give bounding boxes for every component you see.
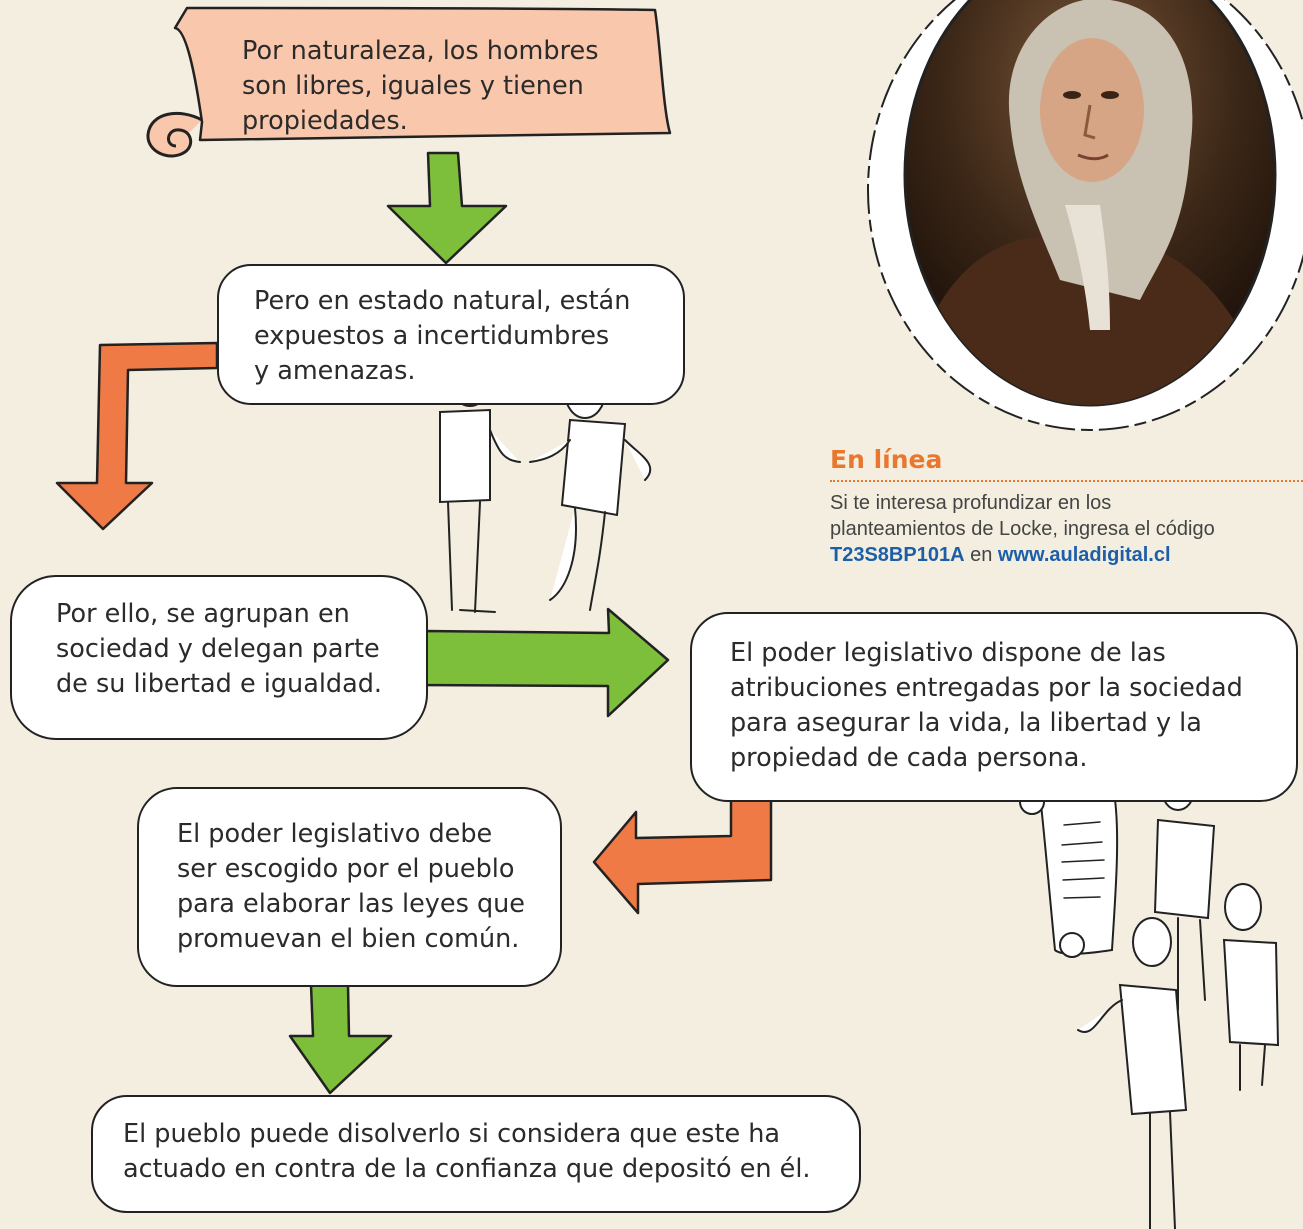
scroll-banner bbox=[146, 6, 672, 158]
green-arrow-down-1 bbox=[386, 151, 508, 265]
step-2-line-3: y amenazas. bbox=[254, 356, 416, 386]
online-body: Si te interesa profundizar en los plante… bbox=[830, 490, 1303, 568]
step-3-line-1: Por ello, se agrupan en bbox=[56, 599, 350, 629]
step-4-box: El poder legislativo dispone de las atri… bbox=[690, 612, 1298, 802]
step-2-line-2: expuestos a incertidumbres bbox=[254, 321, 610, 351]
step-3-line-3: de su libertad e igualdad. bbox=[56, 669, 383, 699]
online-connector: en bbox=[964, 544, 998, 566]
step-5-text: El poder legislativo debe ser escogido p… bbox=[177, 817, 525, 957]
orange-arrow-left-2 bbox=[592, 798, 773, 915]
step-1-line-2: son libres, iguales y tienen bbox=[242, 71, 584, 101]
step-2-box: Pero en estado natural, están expuestos … bbox=[217, 264, 685, 405]
step-6-line-2: actuado en contra de la confianza que de… bbox=[123, 1154, 811, 1184]
online-site-link[interactable]: www.auladigital.cl bbox=[997, 544, 1171, 566]
step-4-line-3: para asegurar la vida, la libertad y la bbox=[730, 708, 1202, 738]
step-5-box: El poder legislativo debe ser escogido p… bbox=[137, 787, 562, 987]
step-1-line-1: Por naturaleza, los hombres bbox=[242, 36, 599, 66]
step-1-text: Por naturaleza, los hombres son libres, … bbox=[242, 34, 598, 139]
green-arrow-right-1 bbox=[412, 607, 670, 718]
step-4-line-1: El poder legislativo dispone de las bbox=[730, 638, 1166, 668]
step-4-line-4: propiedad de cada persona. bbox=[730, 743, 1088, 773]
orange-arrow-left-1 bbox=[55, 341, 219, 531]
step-1-line-3: propiedades. bbox=[242, 106, 408, 136]
step-5-line-4: promuevan el bien común. bbox=[177, 924, 520, 954]
step-4-line-2: atribuciones entregadas por la sociedad bbox=[730, 673, 1243, 703]
step-5-line-2: ser escogido por el pueblo bbox=[177, 854, 515, 884]
online-line-3: T23S8BP101A en www.auladigital.cl bbox=[830, 542, 1303, 568]
step-6-line-1: El pueblo puede disolverlo si considera … bbox=[123, 1119, 781, 1149]
step-3-box: Por ello, se agrupan en sociedad y deleg… bbox=[10, 575, 428, 740]
step-2-text: Pero en estado natural, están expuestos … bbox=[254, 284, 630, 389]
step-5-line-1: El poder legislativo debe bbox=[177, 819, 493, 849]
online-code: T23S8BP101A bbox=[830, 544, 965, 566]
step-2-line-1: Pero en estado natural, están bbox=[254, 286, 631, 316]
online-line-1: Si te interesa profundizar en los bbox=[830, 492, 1112, 514]
step-6-text: El pueblo puede disolverlo si considera … bbox=[123, 1117, 811, 1187]
online-title: En línea bbox=[830, 445, 1303, 482]
green-arrow-down-2 bbox=[288, 983, 393, 1095]
step-3-text: Por ello, se agrupan en sociedad y deleg… bbox=[56, 597, 382, 702]
online-panel: En línea Si te interesa profundizar en l… bbox=[830, 445, 1303, 568]
step-6-box: El pueblo puede disolverlo si considera … bbox=[91, 1095, 861, 1213]
scroll-document-icon bbox=[1019, 769, 1280, 1229]
step-4-text: El poder legislativo dispone de las atri… bbox=[730, 636, 1243, 776]
step-3-line-2: sociedad y delegan parte bbox=[56, 634, 380, 664]
portrait-icon bbox=[867, 0, 1303, 431]
step-5-line-3: para elaborar las leyes que bbox=[177, 889, 525, 919]
online-line-2: planteamientos de Locke, ingresa el códi… bbox=[830, 518, 1215, 540]
